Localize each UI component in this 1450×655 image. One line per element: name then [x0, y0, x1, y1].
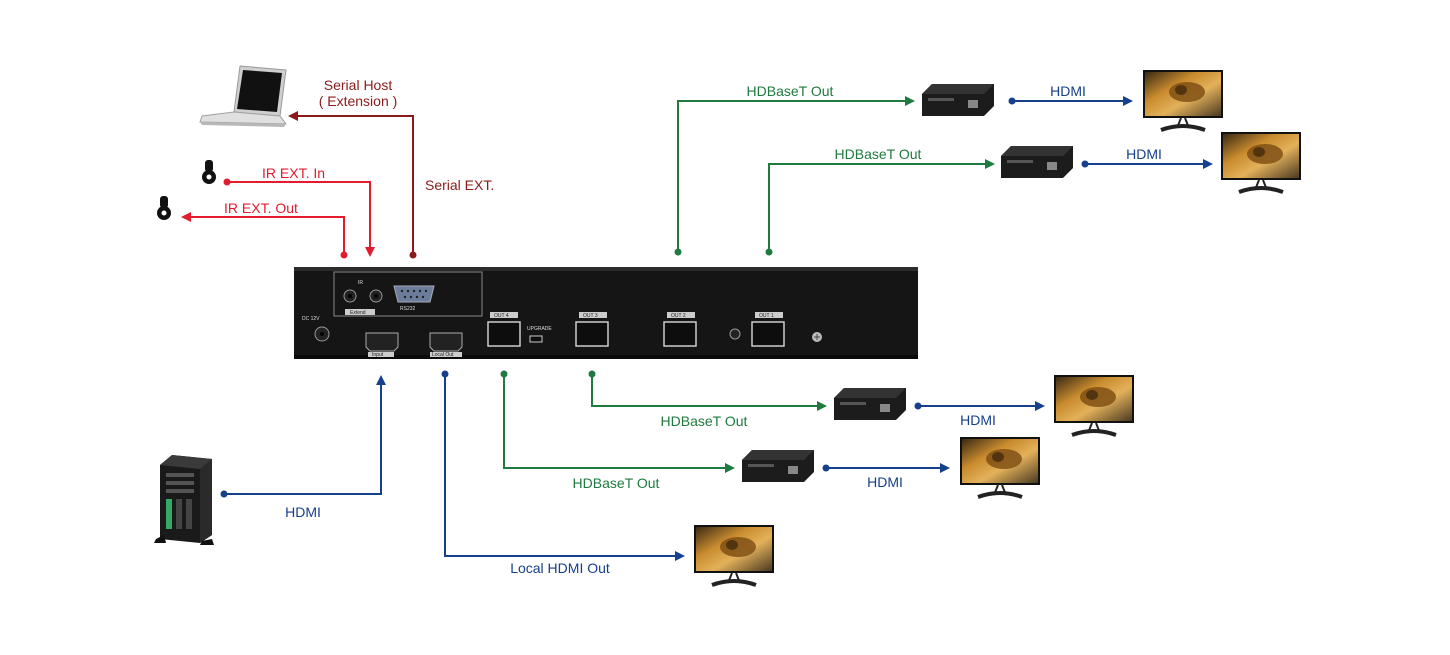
extend-label: Extend [350, 310, 366, 316]
hdbaset-receiver-4 [742, 450, 814, 482]
laptop-icon [199, 65, 288, 127]
hdmi-4-label: HDMI [867, 474, 903, 490]
ir-in-connection [223, 178, 375, 257]
serial-host-sub-label: ( Extension ) [319, 93, 398, 109]
serial-host-label: Serial Host [324, 77, 393, 93]
hdbaset-receiver-1 [922, 84, 994, 116]
monitor-2-icon [1219, 130, 1303, 194]
hdbaset-out-3-connection [588, 370, 827, 411]
hdbaset-splitter-unit: Extend IR RS232 DC 12V Input Local Out O… [294, 267, 918, 359]
ir-out-label: IR EXT. Out [224, 200, 298, 216]
hdbaset-out-4-label: HDBaseT Out [573, 475, 660, 491]
hdbaset-out-1-label: HDBaseT Out [747, 83, 834, 99]
hdmi-2-label: HDMI [1126, 146, 1162, 162]
ir-receiver-icon [202, 160, 216, 184]
monitor-4-icon [958, 435, 1042, 499]
upgrade-label: UPGRADE [527, 326, 552, 332]
hdbaset-out-3-label: HDBaseT Out [661, 413, 748, 429]
local-hdmi-out-label: Local HDMI Out [510, 560, 610, 576]
hdbaset-out-1-connection [674, 96, 915, 256]
hdmi-source-connection [220, 375, 386, 498]
hdmi-3-label: HDMI [960, 412, 996, 428]
ir-in-label: IR EXT. In [262, 165, 325, 181]
ir-emitter-icon [157, 196, 171, 220]
hdbaset-out-2-connection [765, 159, 995, 256]
out2-port-label: OUT 2 [671, 313, 686, 319]
hdmi-source-label: HDMI [285, 504, 321, 520]
rs232-label: RS232 [400, 306, 416, 312]
hdmi-1-connection [1008, 96, 1133, 106]
hdmi-2-connection [1081, 159, 1213, 169]
serial-connection [288, 111, 417, 259]
hdbaset-out-2-label: HDBaseT Out [835, 146, 922, 162]
ir-out-connection [181, 212, 348, 259]
out3-port-label: OUT 3 [583, 313, 598, 319]
serial-ext-label: Serial EXT. [425, 177, 494, 193]
ir-port-label: IR [358, 280, 363, 286]
hdmi-4-connection [822, 463, 950, 473]
hdbaset-out-4-connection [500, 370, 735, 473]
out1-port-label: OUT 1 [759, 313, 774, 319]
input-label: Input [372, 352, 384, 358]
local-hdmi-out-connection [441, 370, 685, 561]
out4-port-label: OUT 4 [494, 313, 509, 319]
monitor-1-icon [1141, 68, 1225, 132]
pc-tower-icon [154, 455, 214, 545]
hdbaset-receiver-3 [834, 388, 906, 420]
monitor-3-icon [1052, 373, 1136, 437]
local-out-label: Local Out [432, 352, 454, 358]
hdmi-1-label: HDMI [1050, 83, 1086, 99]
hdmi-3-connection [914, 401, 1045, 411]
hdbaset-receiver-2 [1001, 146, 1073, 178]
monitor-local-icon [692, 523, 776, 587]
power-label: DC 12V [302, 316, 320, 322]
